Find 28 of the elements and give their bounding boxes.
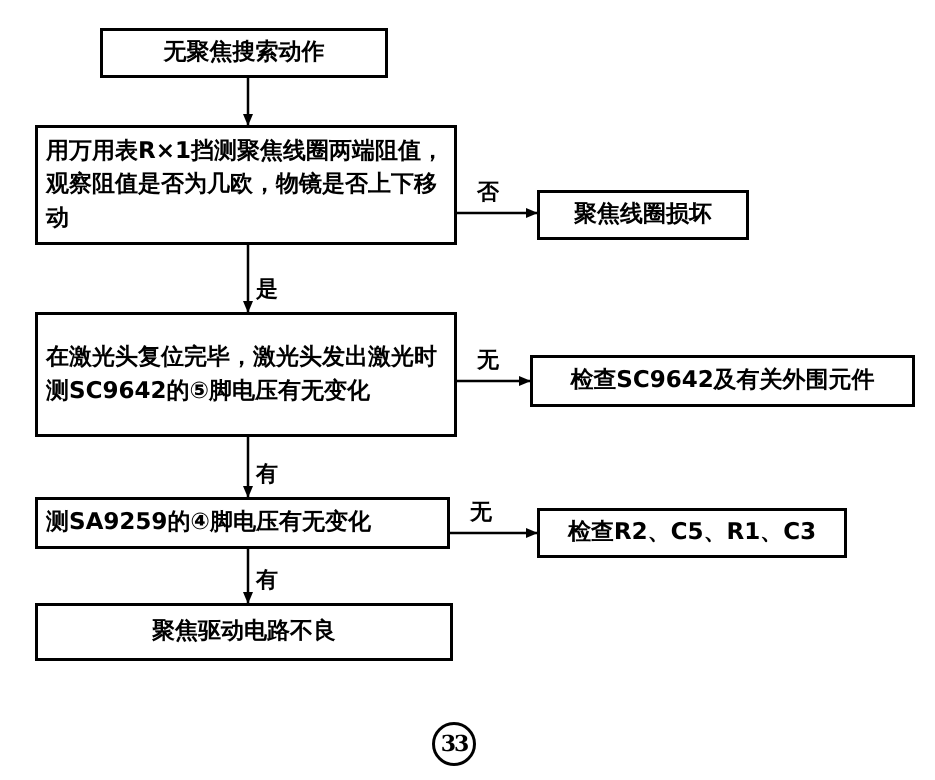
edge-label: 有 — [254, 463, 280, 488]
arrow — [243, 245, 253, 313]
step-text: 用万用表R×1挡测聚焦线圈两端阻值，观察阻值是否为几欧，物镜是否上下移动 — [46, 136, 445, 233]
step-text: 检查R2、C5、R1、C3 — [568, 518, 816, 548]
arrow — [243, 549, 253, 604]
edge-label: 否 — [475, 181, 501, 206]
edge-label: 有 — [254, 569, 280, 594]
arrow — [457, 376, 531, 386]
step-text: 测SA9259的④脚电压有无变化 — [46, 508, 371, 538]
step-text: 检查SC9642及有关外围元件 — [570, 366, 875, 396]
page-number: 33 — [432, 722, 476, 766]
process-box — [35, 125, 457, 245]
process-box — [530, 355, 915, 407]
process-box — [35, 312, 457, 437]
arrow — [243, 78, 253, 126]
process-box — [35, 497, 450, 549]
process-box — [537, 508, 847, 558]
step-text: 聚焦线圈损坏 — [574, 200, 712, 230]
arrow — [450, 528, 538, 538]
step-text: 聚焦驱动电路不良 — [152, 617, 336, 646]
process-box — [35, 603, 453, 661]
process-box — [100, 28, 388, 78]
edge-label: 是 — [254, 278, 280, 302]
arrow — [243, 437, 253, 498]
process-box — [537, 190, 749, 240]
step-text: 在激光头复位完毕，激光头发出激光时测SC9642的⑤脚电压有无变化 — [46, 343, 438, 406]
step-text: 无聚焦搜索动作 — [164, 38, 324, 68]
arrow — [457, 208, 538, 218]
